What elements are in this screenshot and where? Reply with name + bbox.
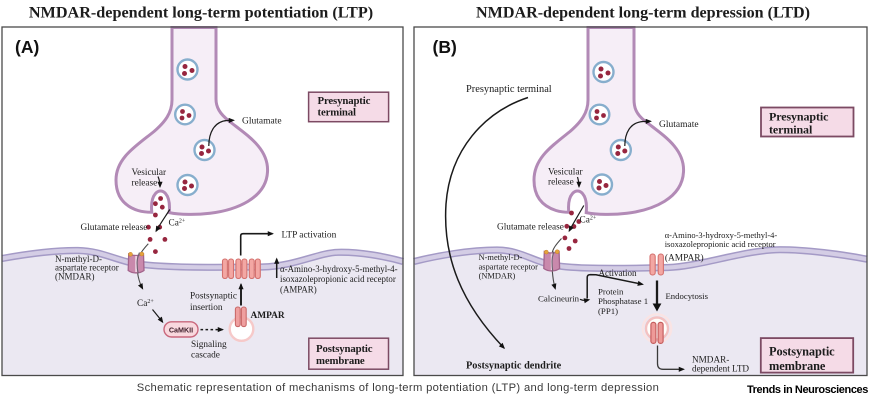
svg-text:(NMDAR): (NMDAR) <box>479 272 516 281</box>
svg-text:cascade: cascade <box>191 350 220 360</box>
svg-text:NMDAR-: NMDAR- <box>692 355 729 365</box>
svg-text:Protein: Protein <box>598 286 624 296</box>
svg-text:(B): (B) <box>433 37 457 57</box>
svg-text:Signaling: Signaling <box>191 340 227 350</box>
svg-text:NMDAR-dependent long-term pote: NMDAR-dependent long-term potentiation (… <box>29 4 373 22</box>
svg-text:Vesicular: Vesicular <box>132 168 167 178</box>
svg-text:Glutamate release: Glutamate release <box>497 223 564 233</box>
svg-text:Ca2+: Ca2+ <box>169 218 186 228</box>
svg-text:terminal: terminal <box>769 122 813 136</box>
svg-text:AMPAR: AMPAR <box>251 311 285 321</box>
svg-text:(AMPAR): (AMPAR) <box>280 284 317 294</box>
svg-text:(NMDAR): (NMDAR) <box>55 271 95 281</box>
svg-text:(AMPAR): (AMPAR) <box>665 253 704 264</box>
svg-text:Presynaptic: Presynaptic <box>318 95 371 107</box>
svg-text:membrane: membrane <box>316 355 365 367</box>
svg-text:insertion: insertion <box>190 303 223 313</box>
svg-text:Glutamate: Glutamate <box>659 120 699 130</box>
svg-text:Postsynaptic: Postsynaptic <box>316 343 373 355</box>
svg-text:Trends in Neurosciences: Trends in Neurosciences <box>747 384 868 396</box>
svg-text:Postsynaptic: Postsynaptic <box>190 292 237 302</box>
svg-text:Phosphatase 1: Phosphatase 1 <box>598 296 648 306</box>
svg-text:release: release <box>548 178 574 188</box>
svg-text:LTP activation: LTP activation <box>282 231 337 241</box>
svg-text:release: release <box>132 179 158 189</box>
svg-text:Vesicular: Vesicular <box>548 168 583 178</box>
svg-text:terminal: terminal <box>318 107 357 119</box>
svg-text:Schematic representation of me: Schematic representation of mechanisms o… <box>137 382 659 394</box>
svg-text:Postsynaptic: Postsynaptic <box>769 345 835 359</box>
svg-text:NMDAR-dependent long-term depr: NMDAR-dependent long-term depression (LT… <box>476 5 810 22</box>
svg-text:Presynaptic: Presynaptic <box>769 109 829 123</box>
svg-text:(PP1): (PP1) <box>598 306 618 316</box>
svg-text:membrane: membrane <box>769 359 826 373</box>
svg-text:isoxazolepropionic acid recept: isoxazolepropionic acid receptor <box>280 274 396 284</box>
svg-text:N-methyl-D-: N-methyl-D- <box>55 254 102 264</box>
svg-text:Postsynaptic dendrite: Postsynaptic dendrite <box>466 361 562 372</box>
svg-text:Presynaptic terminal: Presynaptic terminal <box>466 84 552 95</box>
svg-text:aspartate receptor: aspartate receptor <box>479 262 538 271</box>
svg-text:Activation: Activation <box>599 268 637 278</box>
svg-text:Endocytosis: Endocytosis <box>666 291 709 301</box>
svg-text:Calcineurin: Calcineurin <box>538 294 580 304</box>
svg-text:Glutamate: Glutamate <box>242 117 282 127</box>
svg-text:Glutamate release: Glutamate release <box>81 223 148 233</box>
svg-text:N-methyl-D-: N-methyl-D- <box>479 253 523 262</box>
svg-text:Ca2+: Ca2+ <box>137 299 154 309</box>
svg-text:α-Amino-3-hydroxy-5-methyl-4-: α-Amino-3-hydroxy-5-methyl-4- <box>280 264 398 274</box>
svg-text:dependent LTD: dependent LTD <box>692 363 749 373</box>
svg-text:CaMKII: CaMKII <box>169 326 193 335</box>
svg-text:α-Amino-3-hydroxy-5-methyl-4-: α-Amino-3-hydroxy-5-methyl-4- <box>665 230 778 240</box>
svg-text:isoxazolepropionic acid recept: isoxazolepropionic acid receptor <box>665 239 776 249</box>
svg-text:Ca2+: Ca2+ <box>580 215 597 225</box>
svg-text:aspartate receptor: aspartate receptor <box>55 263 119 273</box>
svg-text:(A): (A) <box>15 37 39 57</box>
